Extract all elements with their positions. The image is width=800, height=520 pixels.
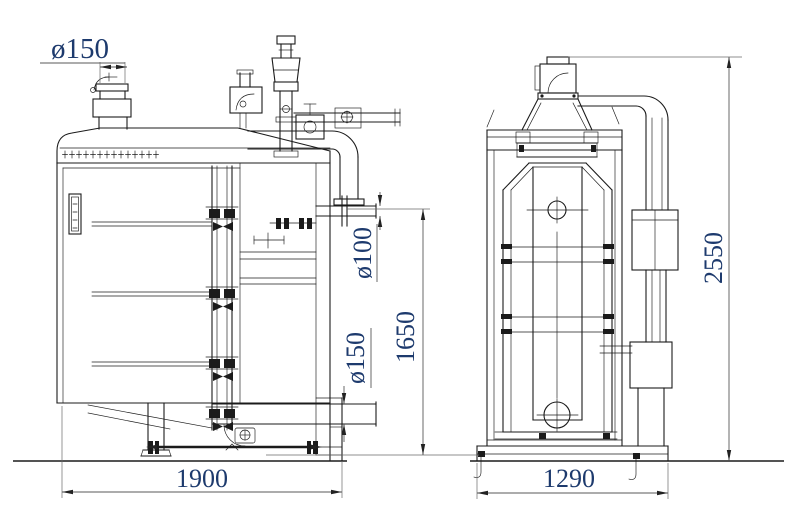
anchor-bolts (473, 451, 640, 480)
dim-label-1650: 1650 (391, 311, 420, 363)
dim-dia150-drain: ø150 (341, 328, 372, 442)
side-outlet-pipe (577, 95, 669, 211)
dimensions: ø150 ø100 1650 ø150 (40, 33, 742, 499)
dim-label-2550: 2550 (699, 232, 728, 284)
break-mark (486, 109, 495, 128)
front-view (56, 35, 401, 462)
dim-label-dia100: ø100 (348, 227, 377, 279)
rivet-marks (62, 150, 159, 159)
side-view (473, 56, 679, 480)
dim-1290: 1290 (476, 463, 669, 499)
top-pipe-rail (293, 107, 401, 129)
safety-valve (271, 35, 325, 158)
inner-panel (501, 162, 614, 433)
outlet-pipe-dn100 (315, 195, 377, 227)
dim-2550: 2550 (568, 56, 742, 461)
downcomer-unit (599, 209, 679, 447)
valve-cluster (205, 356, 239, 382)
steam-pipe-elbow (247, 130, 365, 206)
front-chimney (90, 72, 132, 130)
side-base (494, 431, 618, 440)
sight-glass (68, 193, 82, 235)
dim-label-1290: 1290 (543, 464, 595, 493)
boiler-shell (56, 127, 331, 462)
side-frame (476, 106, 669, 462)
valve-cluster (205, 286, 239, 312)
inspection-holes (526, 196, 589, 432)
valve-cluster (205, 206, 239, 232)
gauge-valve-column (91, 165, 239, 432)
drain-pipe-dn150 (211, 401, 377, 427)
break-mark (611, 106, 620, 125)
side-chimney (515, 56, 599, 158)
dim-label-dia150-top: ø150 (51, 33, 109, 65)
dim-1900: 1900 (61, 406, 343, 498)
bolt-symbol (340, 110, 354, 124)
dim-1650: 1650 (266, 209, 479, 456)
vent-stack (229, 69, 263, 129)
dim-label-1900: 1900 (176, 464, 228, 493)
aux-pipe-fittings (253, 218, 317, 249)
base-frame-front (146, 397, 343, 462)
valve-cluster (205, 406, 239, 432)
dim-dia100-outlet: ø100 (347, 192, 430, 282)
dim-label-dia150-drain: ø150 (341, 332, 370, 384)
dim-dia150-top: ø150 (40, 33, 127, 83)
